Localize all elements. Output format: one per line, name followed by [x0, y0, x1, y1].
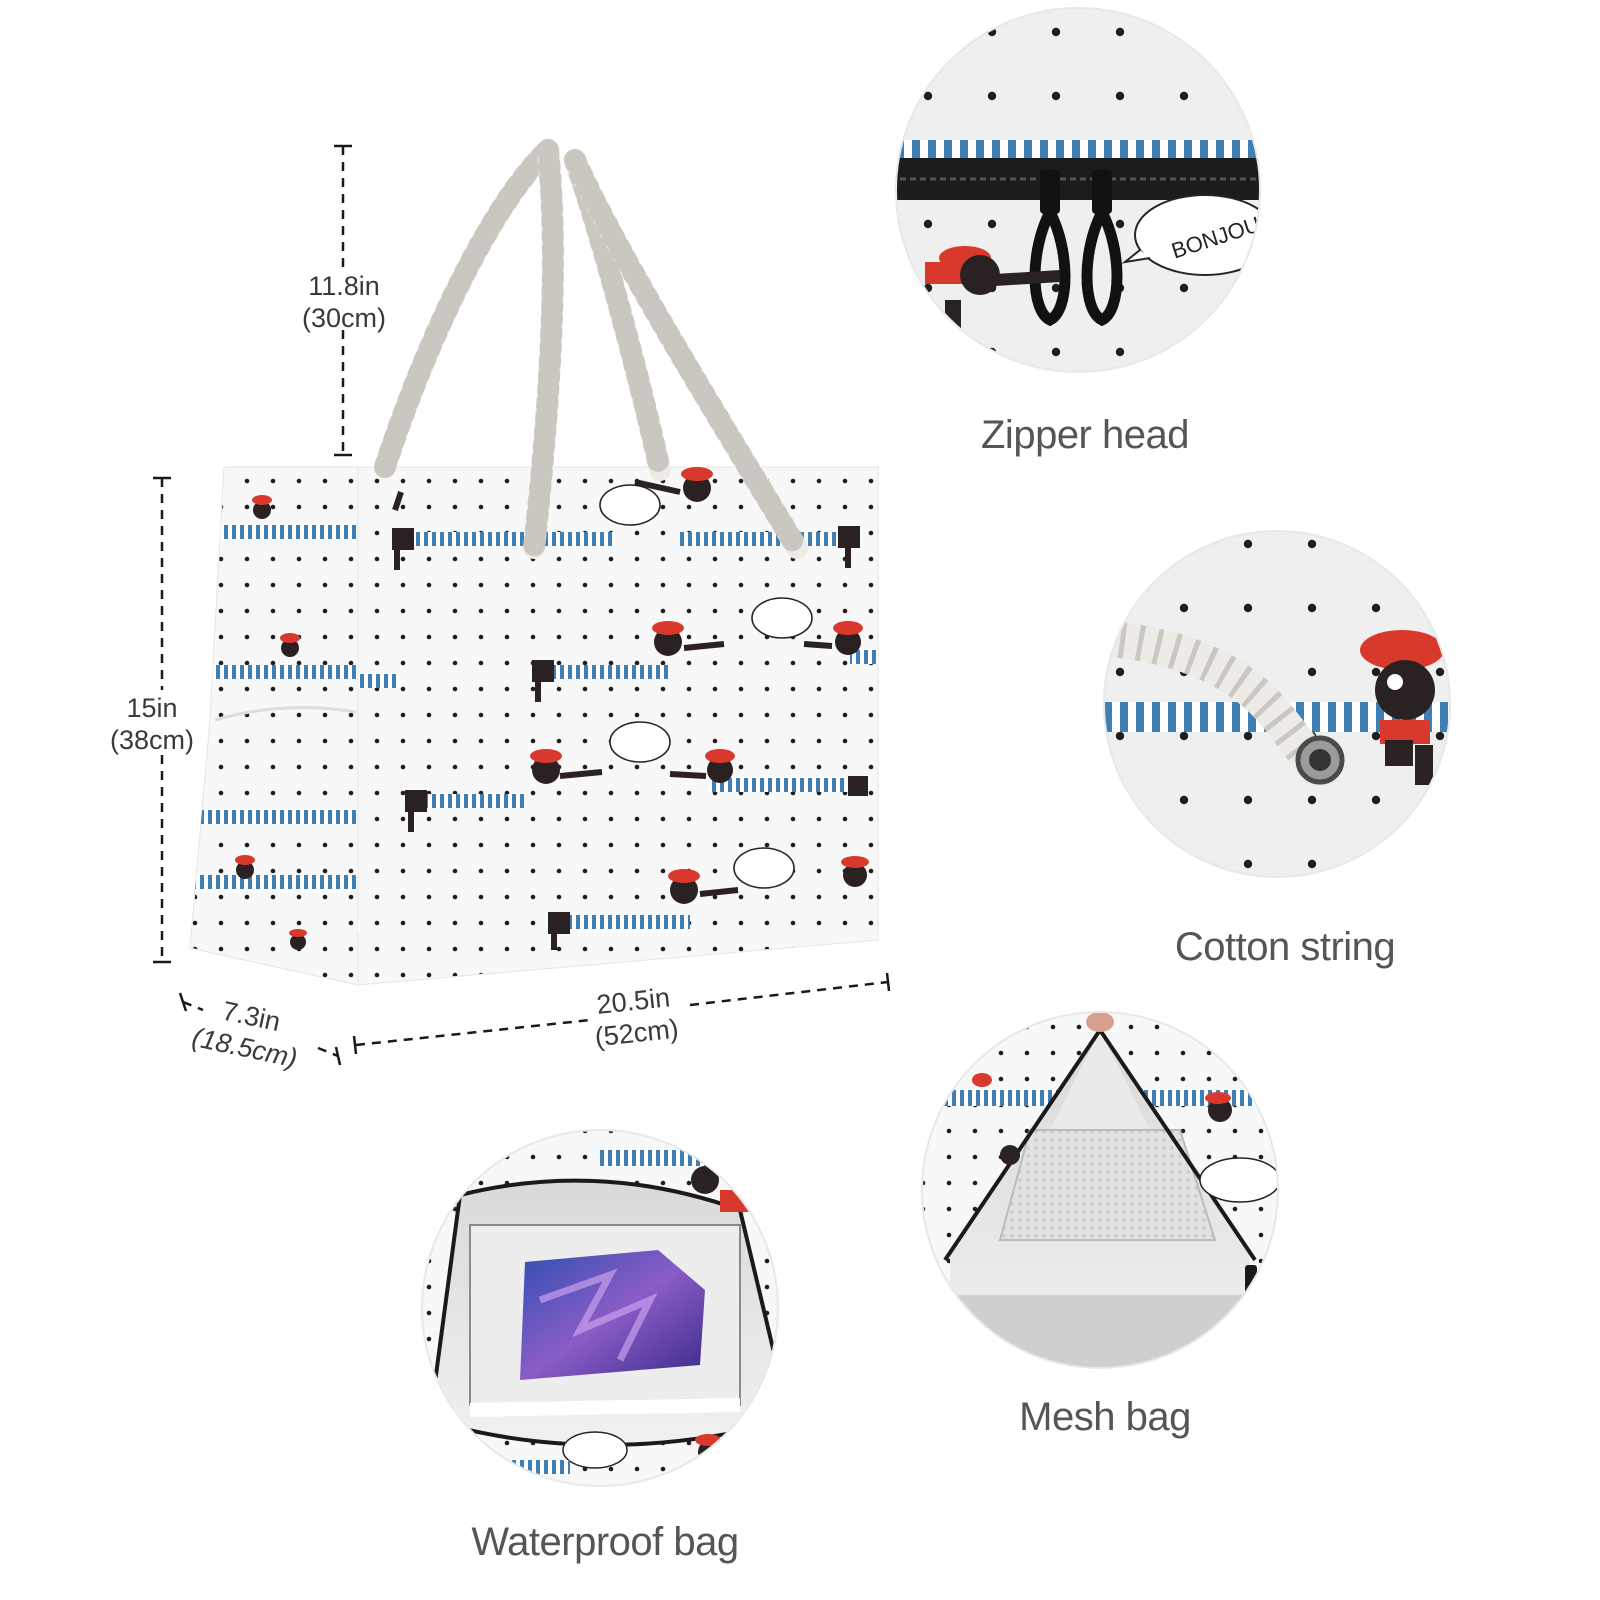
feature-label-mesh-bag: Mesh bag: [1019, 1395, 1191, 1439]
handle-cm: (30cm): [301, 303, 386, 333]
speech-bubble: [599, 484, 813, 889]
dog-print: [392, 467, 869, 950]
mesh-bag-detail-image: [921, 1011, 1279, 1369]
height-dimension-label: 15in (38cm): [92, 692, 212, 756]
height-inches: 15in: [126, 693, 178, 723]
feature-label-waterproof-bag: Waterproof bag: [471, 1520, 739, 1564]
handle-inches: 11.8in: [308, 271, 380, 301]
feature-label-zipper-head: Zipper head: [981, 413, 1189, 457]
dimension-lines: [153, 144, 891, 1066]
tote-bag: [189, 139, 879, 986]
zipper-detail-image: BONJOUR: [895, 7, 1261, 373]
width-dimension-label: 20.5in (52cm): [572, 979, 698, 1055]
rope-handle: [374, 139, 808, 559]
height-cm: (38cm): [109, 725, 194, 755]
cotton-string-detail-image: [1103, 530, 1451, 878]
feature-label-cotton-string: Cotton string: [1174, 925, 1396, 969]
handle-dimension-label: 11.8in (30cm): [284, 270, 404, 334]
waterproof-bag-detail-image: [421, 1129, 779, 1487]
